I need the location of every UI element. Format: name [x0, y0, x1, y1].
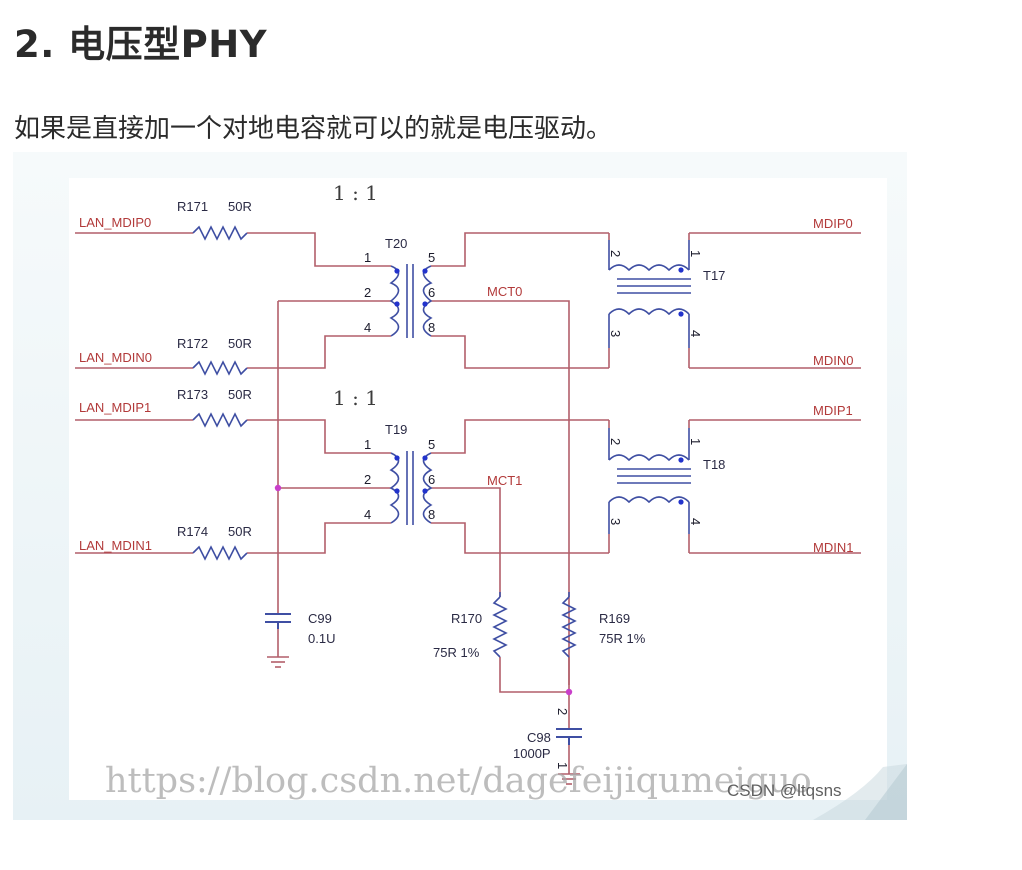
t19-ref: T19 — [385, 422, 407, 437]
schematic-figure: 1 : 1 1 : 1 LAN_MDIP0 LAN_MDIN0 LAN_MDIP… — [13, 152, 907, 820]
t19-pin-2: 2 — [364, 472, 371, 487]
r174-value: 50R — [228, 524, 252, 539]
t18-pin-1: 1 — [688, 438, 703, 445]
net-lan-mdip0: LAN_MDIP0 — [79, 215, 151, 230]
schematic-image: 1 : 1 1 : 1 LAN_MDIP0 LAN_MDIN0 LAN_MDIP… — [13, 152, 907, 820]
t19-pin-8: 8 — [428, 507, 435, 522]
t20-pin-2: 2 — [364, 285, 371, 300]
c99-ref: C99 — [308, 611, 332, 626]
t18-pin-2: 2 — [608, 438, 623, 445]
t20-pin-4: 4 — [364, 320, 371, 335]
t17-ref: T17 — [703, 268, 725, 283]
t19-pin-5: 5 — [428, 437, 435, 452]
r169-value: 75R 1% — [599, 631, 646, 646]
r171-ref: R171 — [177, 199, 208, 214]
body-paragraph: 如果是直接加一个对地电容就可以的就是电压驱动。 — [14, 114, 613, 144]
t18-ref: T18 — [703, 457, 725, 472]
t17-pin-2: 2 — [608, 250, 623, 257]
c98-pin-2: 2 — [555, 708, 570, 715]
r173-ref: R173 — [177, 387, 208, 402]
t20-pin-6: 6 — [428, 285, 435, 300]
transformer-t20 — [389, 264, 433, 338]
t20-pin-5: 5 — [428, 250, 435, 265]
t20-pin-8: 8 — [428, 320, 435, 335]
c98-pin-1: 1 — [555, 762, 570, 769]
t19-pin-6: 6 — [428, 472, 435, 487]
t17-pin-4: 4 — [688, 330, 703, 337]
net-mdip0: MDIP0 — [813, 216, 853, 231]
ground-symbols — [267, 656, 580, 785]
capacitor-symbols — [265, 613, 582, 745]
ratio-label-bottom: 1 : 1 — [333, 386, 378, 410]
schematic-panel — [69, 178, 887, 800]
r170-value: 75R 1% — [433, 645, 480, 660]
r170-ref: R170 — [451, 611, 482, 626]
t20-ref: T20 — [385, 236, 407, 251]
net-mdin0: MDIN0 — [813, 353, 853, 368]
junction-dots — [274, 484, 573, 696]
r172-ref: R172 — [177, 336, 208, 351]
section-heading: 2. 电压型PHY — [14, 23, 268, 66]
t20-pin-1: 1 — [364, 250, 371, 265]
r174-ref: R174 — [177, 524, 208, 539]
transformer-t18 — [608, 428, 691, 534]
t17-pin-1: 1 — [688, 250, 703, 257]
c98-value: 1000P — [513, 746, 551, 761]
net-mct0: MCT0 — [487, 284, 522, 299]
r172-value: 50R — [228, 336, 252, 351]
net-lan-mdin0: LAN_MDIN0 — [79, 350, 152, 365]
c98-ref: C98 — [527, 730, 551, 745]
ratio-label-top: 1 : 1 — [333, 181, 378, 205]
resistor-symbols — [192, 225, 577, 658]
net-mdip1: MDIP1 — [813, 403, 853, 418]
t18-pin-4: 4 — [688, 518, 703, 525]
net-lan-mdip1: LAN_MDIP1 — [79, 400, 151, 415]
net-mct1: MCT1 — [487, 473, 522, 488]
r173-value: 50R — [228, 387, 252, 402]
transformer-t17 — [608, 240, 691, 348]
t19-pin-1: 1 — [364, 437, 371, 452]
r171-value: 50R — [228, 199, 252, 214]
t19-pin-4: 4 — [364, 507, 371, 522]
t17-pin-3: 3 — [608, 330, 623, 337]
c99-value: 0.1U — [308, 631, 335, 646]
csdn-credit: CSDN @ltqsns — [727, 781, 842, 800]
net-lan-mdin1: LAN_MDIN1 — [79, 538, 152, 553]
net-mdin1: MDIN1 — [813, 540, 853, 555]
r169-ref: R169 — [599, 611, 630, 626]
t18-pin-3: 3 — [608, 518, 623, 525]
url-watermark: https://blog.csdn.net/dagefeijiqumeiguo — [105, 761, 812, 801]
wires — [75, 232, 861, 774]
transformer-t19 — [389, 451, 433, 525]
